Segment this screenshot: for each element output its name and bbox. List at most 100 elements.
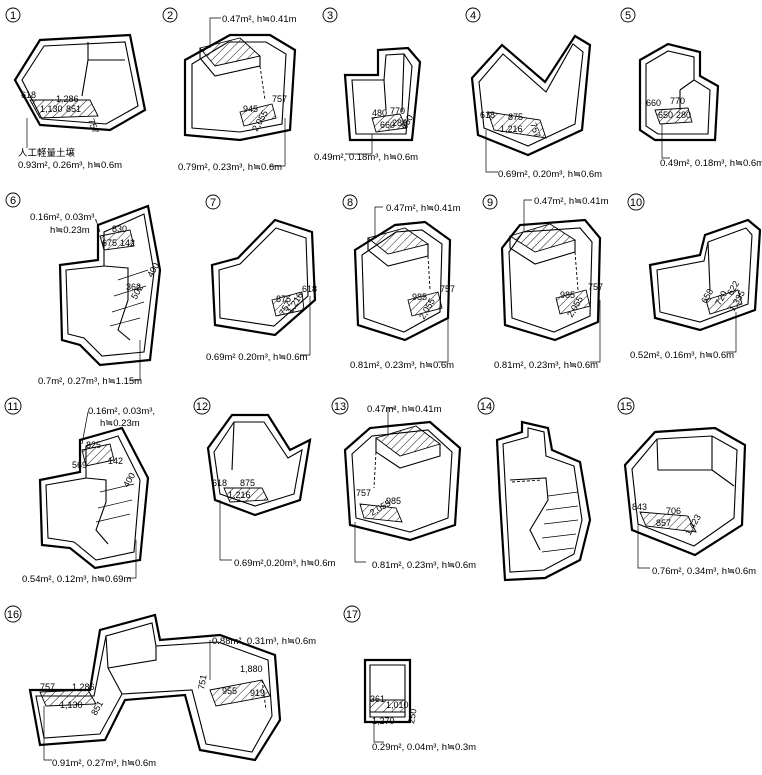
diagram-11-label-a: 825 [86,440,101,450]
diagram-5-label-c: 650 [658,110,673,120]
diagram-8: 8 0.47m², h≒0.41m 985 757 2,055 0.81m², … [342,194,461,371]
diagram-11-top-leader [81,411,89,445]
diagram-12-label-b: 875 [240,478,255,488]
diagram-1-label-e: 851 [66,104,81,114]
diagram-6-stair-treads [109,269,149,327]
diagram-4-label-c: 757 [528,121,543,139]
diagram-11-top-label-line2: h≒0.23m [100,418,140,429]
diagram-17-caption: 0.29m², 0.04m³, h≒0.3m [372,742,476,753]
diagram-1-soil-bed [29,99,99,119]
diagram-1-label-c: 757 [86,117,101,135]
diagram-2-top-leader [209,17,221,48]
diagram-8-number-circle [342,194,358,210]
diagram-1-caption: 0.93m², 0.26m³, h≒0.6m [18,160,122,171]
diagram-15-label-b: 706 [666,506,681,516]
diagram-14-stair-treads [541,491,579,553]
diagram-16-left-soil-bed [39,689,97,707]
diagram-15-inner-wall [631,435,738,547]
diagram-10-outer-wall [648,218,762,332]
diagram-11-top-label: 0.16m², 0.03m³, [88,406,155,417]
diagram-8-number: 8 [347,197,353,209]
diagram-3-caption: 0.49m², 0.18m³, h≒0.6m [314,152,418,163]
diagram-9-caption: 0.81m², 0.23m³, h≒0.6m [494,360,598,371]
diagram-17: 17 361 1,010 250 1,270 0.29m², 0.04m³, h… [343,605,476,753]
diagram-11-stair-treads [95,483,135,523]
diagram-8-upper-soil-bed [367,227,430,255]
diagram-9: 9 0.47m², h≒0.41m 985 757 2,055 0.81m², … [482,194,609,371]
diagram-6-top-leader [95,219,101,233]
diagram-6-label-c: 142 [120,238,135,248]
diagram-9-hidden-edge [574,251,579,291]
diagram-3-inner-wall [351,53,413,135]
diagram-4-number: 4 [470,10,476,22]
diagram-7-number-circle [205,194,221,210]
diagram-7-soil-bed [271,291,305,317]
diagram-6-label-b: 675 [102,238,117,248]
diagram-6-label-a: 830 [112,224,127,234]
diagram-8-leader [438,300,449,363]
diagram-2-label-b: 757 [272,94,287,104]
diagram-2-number-circle [162,7,178,23]
diagram-8-label-b: 757 [440,284,455,294]
diagram-8-hidden-edge [427,255,431,291]
diagram-11-label-d: 142 [108,456,123,466]
diagram-1-number-circle [5,7,21,23]
diagram-2-leader [270,118,286,167]
diagram-14-number-circle [477,397,495,415]
diagram-6-top-label: 0.16m², 0.03m³, [30,212,97,223]
diagram-9-outer-wall [500,218,602,342]
diagram-9-top-label: 0.47m², h≒0.41m [534,196,609,207]
diagram-10: 10 658 622 720 1,335 0.52m², 0.16m³, h≒0… [627,193,762,361]
diagram-7-inner-wall [218,227,309,327]
diagram-3-leader [345,134,373,155]
diagram-8-top-label: 0.47m², h≒0.41m [386,203,461,214]
diagram-10-number-circle [627,193,645,211]
diagram-11-number: 11 [7,401,18,413]
diagram-13-top-label: 0.47m², h≒0.41m [367,404,442,415]
diagram-12-soil-bed [223,487,269,503]
diagram-6-stair-edges [103,265,131,341]
diagram-16-label-h: 919 [250,688,265,698]
diagram-9-label-a: 985 [560,290,575,300]
diagram-3-number-circle [322,7,338,23]
diagram-11-caption: 0.54m², 0.12m³, h≒0.69m [22,574,131,585]
diagram-7-outer-wall [210,218,317,337]
diagram-13-upper-soil-bed [375,425,441,457]
diagram-3-number: 3 [327,10,333,22]
diagram-12-outer-wall [206,413,312,517]
diagram-4-label-b: 875 [508,112,523,122]
diagram-5-step-edges [679,79,695,110]
diagram-5-soil-bed [654,107,693,125]
diagram-1-label-b: 1,286 [56,94,79,104]
diagram-2-top-label: 0.47m², h≒0.41m [222,14,297,25]
diagram-4: 4 618 875 757 1,216 0.69m², 0.20m³, h≒0.… [465,7,602,180]
diagram-17-number-circle [343,605,361,623]
diagram-17-number: 17 [346,609,358,621]
diagram-12-label-a: 618 [212,478,227,488]
diagram-5-number: 5 [625,10,631,22]
diagram-6-upper-soil-bed [99,229,135,251]
diagram-6: 6 830 675 142 400 362 502 0.16m², 0.03m³… [5,192,162,387]
diagram-16-label-e: 751 [196,674,208,691]
diagram-16-right-soil-bed [209,679,271,707]
diagram-5-label-a: 660 [646,98,661,108]
diagram-11-label-c: 400 [121,471,137,489]
diagram-14: 14 [477,397,592,582]
diagram-11-label-b: 569 [72,460,87,470]
diagram-7-number: 7 [210,197,216,209]
diagram-9-soil-bed [555,289,591,315]
diagram-6-label-e: 362 [126,282,141,292]
diagram-3-label-c: 660 [380,120,395,130]
diagram-15-outer-wall [623,426,747,557]
diagram-3-outer-wall [343,46,422,142]
diagram-4-label-d: 1,216 [500,124,523,134]
diagram-7-caption: 0.69m² 0.20m³, h≒0.6m [206,352,308,363]
diagram-2-soil-bed [239,103,277,127]
diagram-4-number-circle [465,7,481,23]
diagram-6-outer-wall [58,204,162,367]
diagram-16-top-label: 0.88m², 0.31m³, h≒0.6m [212,636,316,647]
diagram-17-label-d: 1,270 [372,716,395,726]
diagram-17-label-b: 1,010 [386,700,409,710]
diagram-16-inner-wall [35,622,273,753]
